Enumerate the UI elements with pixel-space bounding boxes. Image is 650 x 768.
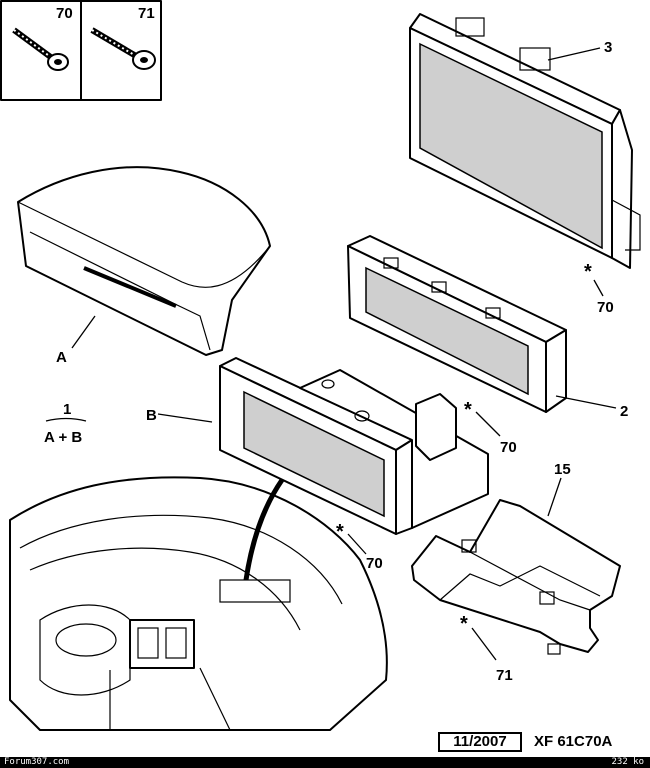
callout-70-top: 70: [597, 299, 614, 316]
callout-70-mid: 70: [500, 439, 517, 456]
file-size: 232 ko: [611, 757, 644, 767]
reference-code: XF 61C70A: [534, 733, 613, 750]
callout-70-low: 70: [366, 555, 383, 572]
screw-71-label: 71: [138, 5, 155, 22]
part-3-display: [409, 13, 641, 269]
callout-71: 71: [496, 667, 513, 684]
screw-box-70: 70: [0, 0, 82, 101]
callout-B: B: [146, 407, 157, 424]
site-credit: Forum307.com: [4, 757, 70, 767]
screw-box-71: 71: [80, 0, 162, 101]
star-71-symbol: *: [460, 613, 468, 635]
screw-71-icon: [90, 27, 156, 70]
legend-number: 1: [63, 401, 71, 418]
footer-bar: [0, 757, 650, 768]
legend-formula: A + B: [44, 429, 82, 446]
part-2-display-module: [347, 235, 567, 413]
part-A-hood: [17, 166, 271, 356]
screw-70-label: 70: [56, 5, 73, 22]
dashboard-outline: [9, 476, 388, 731]
date-stamp: 11/2007: [438, 732, 522, 752]
screw-70-icon: [12, 27, 69, 71]
star-70-low-symbol: *: [336, 521, 344, 543]
callout-2: 2: [620, 403, 628, 420]
callout-A: A: [56, 349, 67, 366]
part-B-display-module: [219, 357, 489, 535]
star-70-top-symbol: *: [584, 261, 592, 283]
part-15-bracket: [411, 499, 621, 655]
callout-3: 3: [604, 39, 612, 56]
callout-15: 15: [554, 461, 571, 478]
star-70-mid-symbol: *: [464, 399, 472, 421]
